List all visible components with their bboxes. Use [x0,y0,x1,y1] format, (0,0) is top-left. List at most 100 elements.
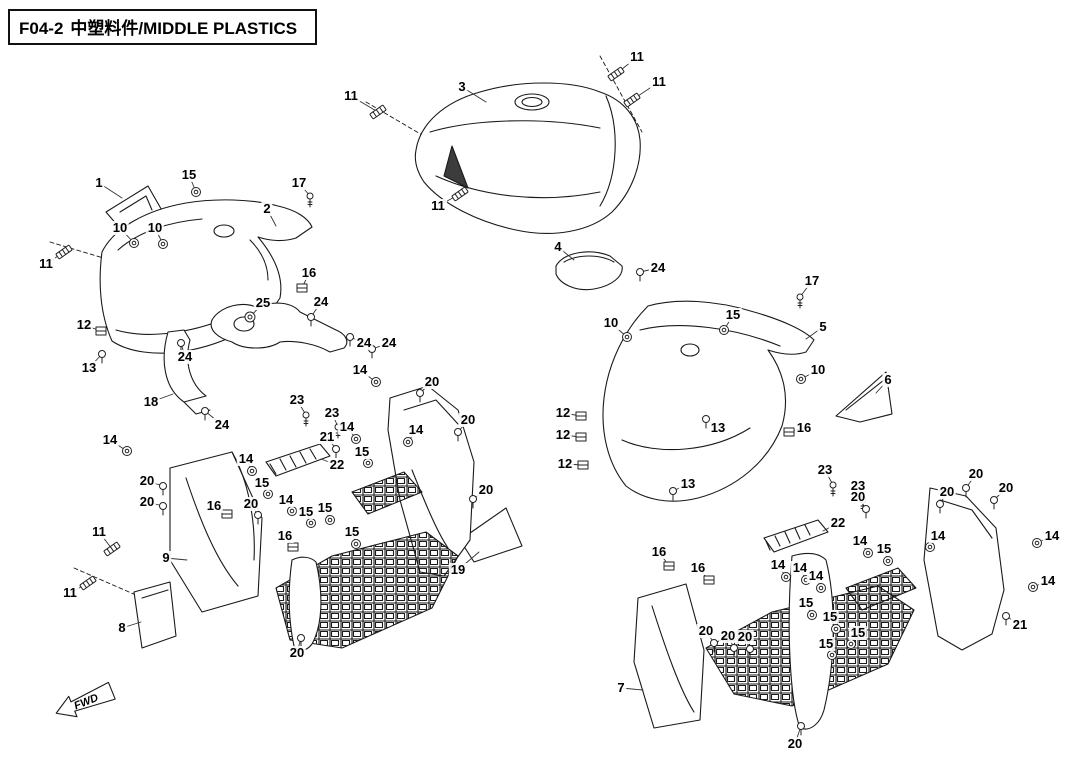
callout-10: 10 [145,220,165,235]
callout-23: 23 [815,462,835,477]
callout-11: 11 [650,74,668,89]
callout-5: 5 [817,319,829,334]
callout-12: 12 [553,427,573,442]
callout-15: 15 [848,625,868,640]
callout-14: 14 [850,533,870,548]
bolt-fastener-icon [702,415,710,429]
callout-20: 20 [137,473,157,488]
callout-20: 20 [287,645,307,660]
callout-23: 23 [322,405,342,420]
bolt-fastener-icon [307,313,315,327]
screw-fastener-icon [306,192,314,208]
callout-20: 20 [137,494,157,509]
nut-fastener-icon [158,239,168,249]
nut-fastener-icon [925,542,935,552]
callout-23: 23 [287,392,307,407]
bolt-fastener-icon [346,333,354,347]
callout-8: 8 [116,620,128,635]
bolt-fastener-icon [201,407,209,421]
callout-20: 20 [966,466,986,481]
bolt-fastener-icon [936,500,944,514]
callout-18: 18 [141,394,161,409]
clip-fastener-icon [221,509,233,519]
clip-fastener-icon [95,326,107,336]
callout-20: 20 [937,484,957,499]
part-22-footrest-step-right-drawing [763,519,829,553]
part-19-pad-drawing [459,507,523,563]
callout-11: 11 [342,88,360,103]
callout-15: 15 [816,636,836,651]
clip-fastener-icon [783,427,795,437]
callout-11: 11 [37,256,55,271]
nut-fastener-icon [129,238,139,248]
callout-20: 20 [241,496,261,511]
clip-fastener-icon [703,575,715,585]
nut-fastener-icon [816,583,826,593]
callout-14: 14 [350,362,370,377]
bolt-fastener-icon [862,505,870,519]
callout-15: 15 [796,595,816,610]
callout-15: 15 [179,167,199,182]
screw-fastener-icon [829,481,837,497]
clip-fastener-icon [287,542,299,552]
callout-19: 19 [448,562,468,577]
screw-set-fastener-icon [369,104,387,120]
nut-fastener-icon [351,539,361,549]
callout-16: 16 [794,420,814,435]
bolt-fastener-icon [746,645,754,659]
callout-14: 14 [806,568,826,583]
callout-20: 20 [848,489,868,504]
bolt-fastener-icon [416,389,424,403]
bolt-fastener-icon [98,350,106,364]
callout-14: 14 [276,492,296,507]
callout-15: 15 [723,307,743,322]
nut-fastener-icon [719,325,729,335]
screw-set-fastener-icon [451,186,469,202]
nut-fastener-icon [325,515,335,525]
part-5-right-side-panel-drawing [602,300,815,502]
bolt-fastener-icon [990,496,998,510]
callout-15: 15 [874,541,894,556]
callout-20: 20 [735,629,755,644]
callout-14: 14 [928,528,948,543]
nut-fastener-icon [781,572,791,582]
callout-11: 11 [429,198,447,213]
callout-20: 20 [996,480,1016,495]
bolt-fastener-icon [254,511,262,525]
bolt-fastener-icon [469,495,477,509]
nut-fastener-icon [306,518,316,528]
nut-fastener-icon [263,489,273,499]
callout-25: 25 [253,295,273,310]
callout-20: 20 [696,623,716,638]
right-side-wall-drawing [923,487,1005,651]
left-footboard-wall-drawing [288,556,322,651]
callout-14: 14 [236,451,256,466]
nut-fastener-icon [863,548,873,558]
callout-14: 14 [1038,573,1058,588]
callout-15: 15 [820,609,840,624]
callout-20: 20 [718,628,738,643]
callout-24: 24 [311,294,331,309]
bolt-fastener-icon [710,639,718,653]
callout-20: 20 [476,482,496,497]
bolt-fastener-icon [454,428,462,442]
clip-fastener-icon [575,411,587,421]
callout-15: 15 [352,444,372,459]
bolt-fastener-icon [1002,612,1010,626]
callout-11: 11 [90,524,108,539]
bolt-fastener-icon [669,487,677,501]
callout-20: 20 [458,412,478,427]
callout-17: 17 [802,273,822,288]
callout-16: 16 [688,560,708,575]
left-footwell-assembly-drawing [133,385,475,651]
callout-10: 10 [110,220,130,235]
fastener-glyphs-layer [55,66,1042,736]
callout-15: 15 [252,475,272,490]
callout-13: 13 [79,360,99,375]
clip-fastener-icon [663,561,675,571]
clip-fastener-icon [577,460,589,470]
callout-12: 12 [555,456,575,471]
